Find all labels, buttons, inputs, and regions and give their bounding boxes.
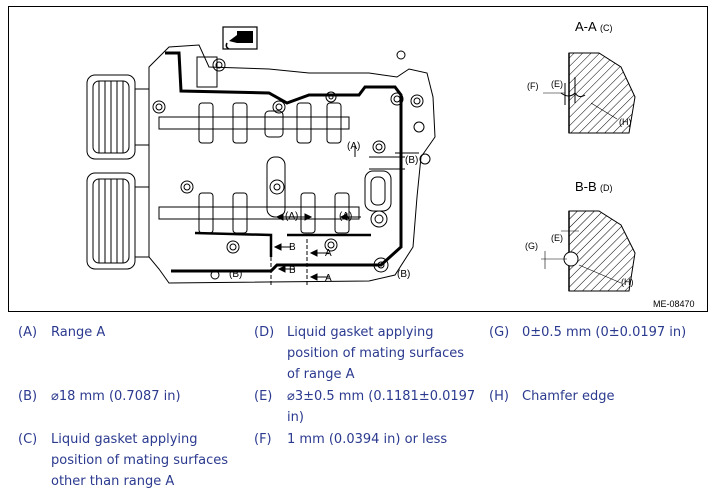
liquid-gasket-bead	[165, 51, 403, 273]
liquid-gasket-tube-icon	[222, 26, 258, 50]
legend-key-c: (C)	[18, 432, 38, 447]
legend: (A) Range A (B) ⌀18 mm (0.7087 in) (C) L…	[0, 316, 716, 494]
legend-key-b: (B)	[18, 389, 38, 404]
legend-key-h: (H)	[489, 389, 509, 404]
legend-key-f: (F)	[254, 432, 272, 447]
cylinder-head-drawing	[86, 44, 436, 285]
legend-text-h: Chamfer edge	[522, 389, 615, 404]
section-arrow-a-2: A	[325, 273, 332, 284]
section-bb-title: B-B	[575, 179, 597, 194]
callout-b-3: (B)	[397, 269, 410, 280]
section-aa: A-A (C) (F) (E) (H)	[527, 19, 636, 134]
section-bb-callout-g: (G)	[525, 241, 538, 251]
callout-b-2: (B)	[229, 269, 242, 280]
section-arrow-b-2: B	[289, 265, 296, 276]
figure-id-label: ME-08470	[653, 299, 695, 309]
callout-a-2: (A)	[339, 211, 352, 222]
legend-key-a: (A)	[18, 325, 38, 340]
legend-text-f: 1 mm (0.0394 in) or less	[287, 432, 448, 447]
bolt-holes	[152, 50, 431, 280]
section-aa-callout: (C)	[600, 23, 613, 33]
range-a-bead	[194, 231, 371, 257]
figure-frame: (A) (A) (A) (B) (B) (B) B B A A A-A (C) …	[8, 6, 708, 312]
section-aa-callout-e: (E)	[551, 79, 563, 89]
section-aa-title: A-A	[575, 19, 597, 34]
engine-diagram: (A) (A) (A) (B) (B) (B) B B A A A-A (C) …	[86, 19, 695, 309]
section-arrow-a-1: A	[325, 248, 332, 259]
legend-text-b: ⌀18 mm (0.7087 in)	[51, 389, 181, 404]
legend-text-e: ⌀3±0.5 mm (0.1181±0.0197 in)	[287, 389, 476, 425]
section-aa-callout-f: (F)	[527, 81, 539, 91]
section-bb-callout-e: (E)	[551, 233, 563, 243]
head-body-outline	[148, 44, 436, 284]
legend-text-a: Range A	[51, 325, 106, 340]
legend-text-g: 0±0.5 mm (0±0.0197 in)	[522, 325, 687, 340]
camshaft-sprocket-upper	[86, 74, 150, 160]
camshaft-upper	[158, 102, 350, 144]
callout-a-1: (A)	[285, 211, 298, 222]
section-arrow-b-1: B	[289, 242, 296, 253]
section-bb-callout: (D)	[600, 183, 613, 193]
section-bb-callout-h: (H)	[621, 277, 634, 287]
legend-key-e: (E)	[254, 389, 273, 404]
callout-a-3: (A)	[347, 141, 360, 152]
camshaft-sprocket-lower	[86, 172, 150, 270]
legend-key-g: (G)	[489, 325, 510, 340]
legend-key-d: (D)	[254, 325, 275, 340]
legend-text-c: Liquid gasket applying position of matin…	[51, 432, 229, 489]
main-callouts: (A) (A) (A) (B) (B) (B) B B A A	[229, 141, 418, 284]
section-aa-callout-h: (H)	[619, 117, 632, 127]
camshaft-lower	[158, 156, 360, 234]
legend-text-d: Liquid gasket applying position of matin…	[287, 325, 465, 382]
callout-b-1: (B)	[405, 155, 418, 166]
section-bb: B-B (D) (G) (E) (H)	[525, 179, 636, 292]
